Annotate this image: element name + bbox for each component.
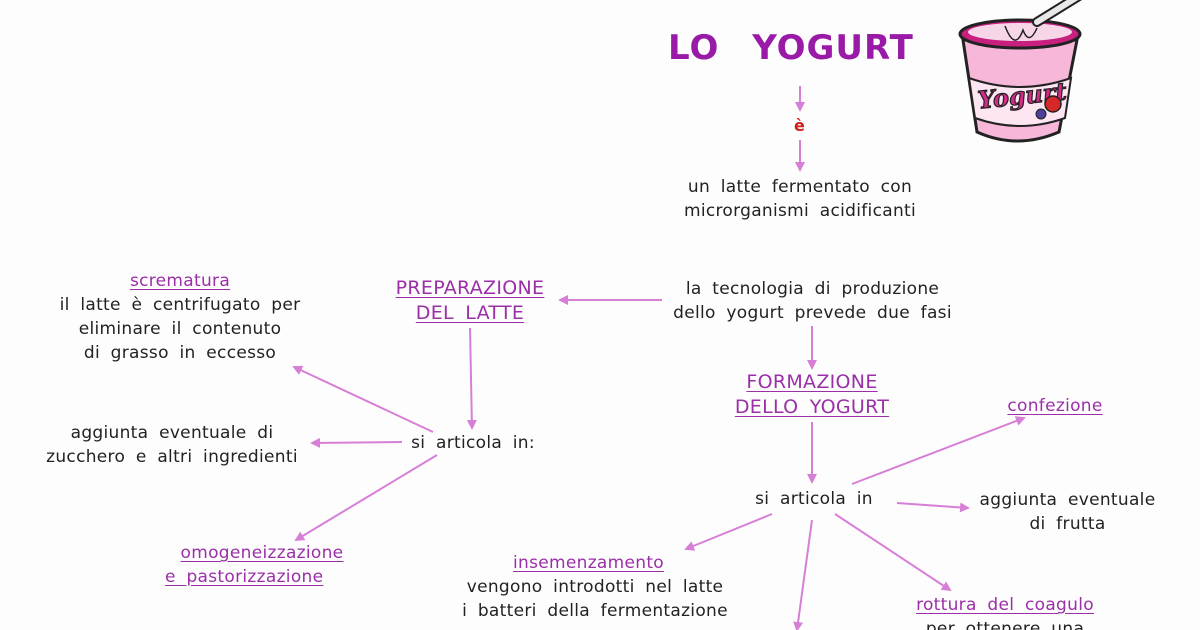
sugar-line: aggiunta eventuale di: [70, 423, 274, 443]
homogenization-node: omogeneizzazione e pastorizzazione: [142, 541, 382, 589]
blueberry-icon: [1035, 108, 1047, 120]
milk-prep-node: PREPARAZIONE DEL LATTE: [375, 276, 565, 326]
inoculation-line: i batteri della fermentazione: [462, 601, 728, 621]
homogenization-heading: e pastorizzazione: [165, 567, 324, 587]
homogenization-heading: omogeneizzazione: [180, 543, 344, 563]
sugar-node: aggiunta eventuale di zucchero e altri i…: [22, 421, 322, 469]
curd-line: per ottenere una: [925, 619, 1085, 630]
arrow-articulates-to-offscreen: [793, 519, 813, 630]
yogurt-formation-node: FORMAZIONE DELLO YOGURT: [712, 370, 912, 420]
fruit-line: di frutta: [1029, 514, 1106, 534]
skimming-heading: scrematura: [129, 271, 231, 291]
arrow-articulates-to-homogenization: [294, 454, 438, 542]
arrow-articulates-to-fruit: [896, 502, 970, 513]
fruit-line: aggiunta eventuale: [979, 490, 1156, 510]
yogurt-cup-icon: Yogurt: [958, 0, 1082, 143]
yogurt-formation-heading: DELLO YOGURT: [734, 396, 890, 418]
technology-line: dello yogurt prevede due fasi: [673, 303, 952, 323]
fruit-node: aggiunta eventuale di frutta: [960, 488, 1175, 536]
definition-line: un latte fermentato con: [687, 177, 913, 197]
skimming-line: di grasso in eccesso: [83, 343, 277, 363]
arrow-milk-prep-to-articulates: [466, 327, 477, 430]
inoculation-heading: insemenzamento: [513, 553, 665, 573]
arrow-articulates-to-packaging: [851, 416, 1026, 485]
inoculation-line: vengono introdotti nel latte: [466, 577, 724, 597]
curd-heading: rottura del coagulo: [916, 595, 1094, 615]
technology-node: la tecnologia di produzione dello yogurt…: [650, 277, 975, 325]
sugar-line: zucchero e altri ingredienti: [46, 447, 298, 467]
arrow-articulates-to-skimming: [292, 365, 434, 433]
packaging-heading: confezione: [1007, 396, 1103, 416]
skimming-node: scrematura il latte è centrifugato per e…: [30, 269, 330, 365]
definition-node: un latte fermentato con microrganismi ac…: [660, 175, 940, 223]
packaging-node: confezione: [990, 394, 1120, 418]
yogurt-formation-heading: FORMAZIONE: [746, 371, 878, 393]
inoculation-node: insemenzamento vengono introdotti nel la…: [435, 551, 755, 623]
skimming-line: eliminare il contenuto: [78, 319, 282, 339]
arrow-articulates-to-inoculation: [684, 513, 773, 551]
link-word: è: [794, 116, 805, 135]
milk-prep-heading: PREPARAZIONE: [395, 277, 545, 299]
strawberry-icon: [1044, 95, 1062, 113]
definition-line: microrganismi acidificanti: [683, 201, 917, 221]
arrow-articulates-to-curd: [834, 513, 952, 592]
technology-line: la tecnologia di produzione: [685, 279, 940, 299]
curd-node: rottura del coagulo per ottenere una: [900, 593, 1110, 630]
skimming-line: il latte è centrifugato per: [59, 295, 301, 315]
arrow-articulates-to-sugar: [310, 437, 403, 448]
right-articulates-node: si articola in: [755, 489, 873, 509]
left-articulates-node: si articola in:: [411, 433, 535, 453]
milk-prep-heading: DEL LATTE: [415, 302, 525, 324]
map-title: LO YOGURT: [668, 28, 914, 68]
